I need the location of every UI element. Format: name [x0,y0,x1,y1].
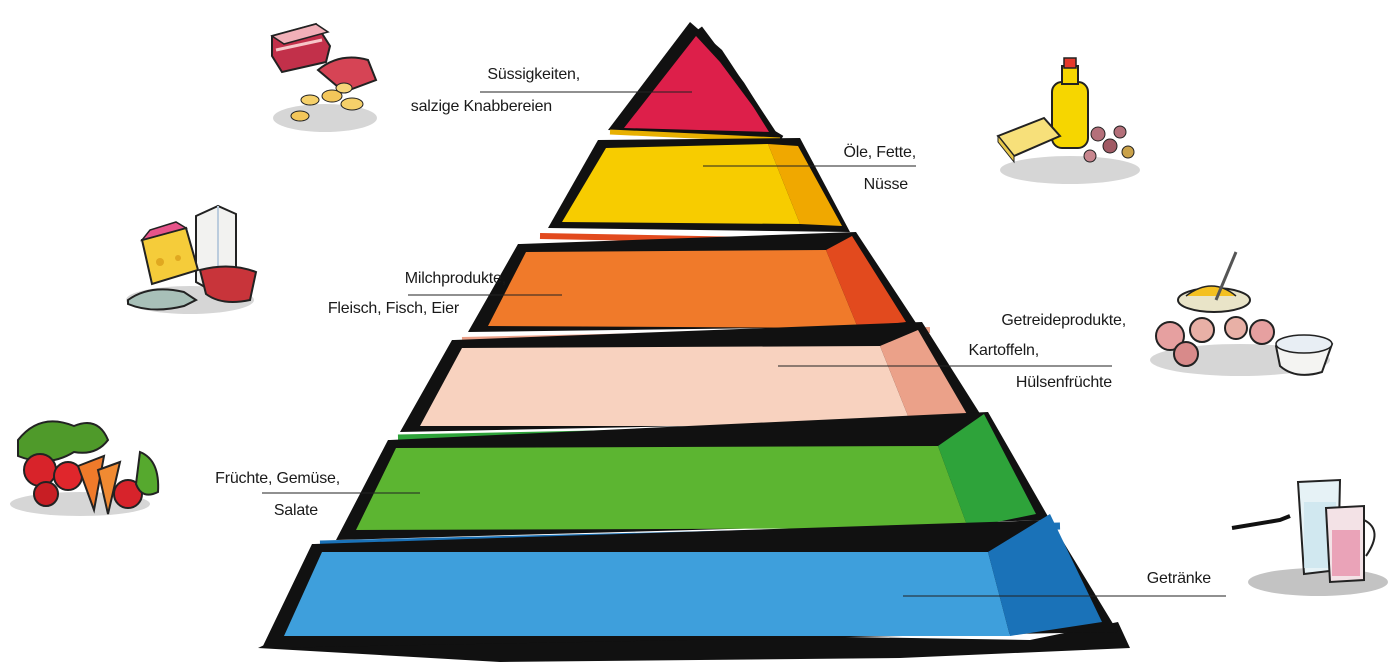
label-line: Früchte, Gemüse, [180,468,340,490]
label-getraenke: Getränke [1080,568,1211,590]
label-getreide-2: Kartoffeln, [930,340,1039,362]
dairy-meat-fish-icon [126,206,256,314]
label-line: Salate [180,500,318,522]
label-line: Nüsse [760,174,908,196]
label-line: Süssigkeiten, [380,64,580,86]
label-fruechte-2: Salate [180,500,318,522]
label-line: Öle, Fette, [760,142,916,164]
label-suessigkeiten: Süssigkeiten, [380,64,580,86]
label-fruechte: Früchte, Gemüse, [180,468,340,490]
label-line: Getränke [1080,568,1211,590]
cake-and-chips-icon [272,24,377,132]
label-oele-fette: Öle, Fette, [760,142,916,164]
label-line: salzige Knabbereien [380,96,552,118]
label-line: Milchprodukte, [300,268,506,290]
level-fill-getraenke [284,552,1010,636]
fruit-vegetable-icon [10,421,158,516]
label-getreide: Getreideprodukte, [930,310,1126,332]
label-line: Kartoffeln, [930,340,1039,362]
level-milchprodukte [462,232,930,340]
label-line: Getreideprodukte, [930,310,1126,332]
grain-potato-icon [1150,252,1332,376]
label-getreide-3: Hülsenfrüchte [930,372,1112,394]
drinks-glasses-icon [1232,480,1388,596]
level-fill-getreide [420,346,912,426]
label-line: Fleisch, Fisch, Eier [300,298,459,320]
label-oele-fette-2: Nüsse [760,174,908,196]
label-milchprodukte-2: Fleisch, Fisch, Eier [300,298,459,320]
label-milchprodukte: Milchprodukte, [300,268,506,290]
label-suessigkeiten-2: salzige Knabbereien [380,96,552,118]
level-fill-milchprodukte [488,250,858,328]
label-line: Hülsenfrüchte [930,372,1112,394]
level-fill-fruechte [356,446,968,530]
level-suessigkeiten [608,22,782,140]
oil-butter-nuts-icon [998,58,1140,184]
